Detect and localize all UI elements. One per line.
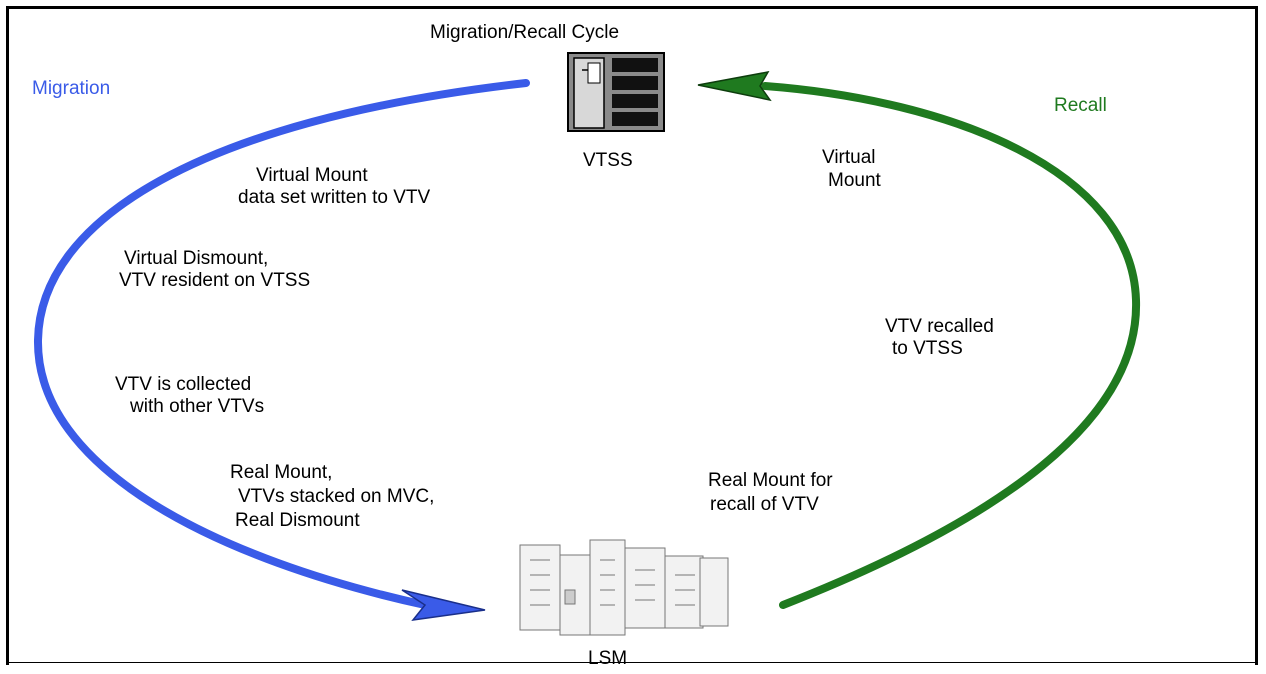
- migration-step-4-line-2: VTVs stacked on MVC,: [238, 486, 435, 507]
- migration-label: Migration: [32, 78, 111, 99]
- recall-step-1-line-2: Mount: [828, 170, 881, 191]
- server-cabinet-icon: [567, 52, 665, 132]
- migration-step-3-line-1: VTV is collected: [115, 374, 252, 395]
- diagram-frame: [6, 6, 1258, 665]
- recall-step-1-line-1: Virtual: [822, 147, 876, 168]
- migration-step-4-line-1: Real Mount,: [230, 462, 333, 483]
- vtss-label: VTSS: [583, 150, 633, 171]
- recall-arrowhead: [697, 70, 772, 102]
- migration-arrowhead: [401, 589, 486, 622]
- migration-step-3-line-2: with other VTVs: [130, 396, 265, 417]
- recall-arrow: [761, 82, 1141, 609]
- migration-step-4-line-3: Real Dismount: [235, 510, 360, 531]
- migration-step-1-line-2: data set written to VTV: [238, 187, 431, 208]
- migration-step-1-line-1: Virtual Mount: [256, 165, 368, 186]
- recall-label: Recall: [1054, 95, 1107, 116]
- lsm-label: LSM: [588, 648, 628, 669]
- migration-arrow: [33, 79, 530, 609]
- tape-library-icon: [519, 539, 729, 636]
- recall-step-2-line-2: to VTSS: [892, 338, 963, 359]
- recall-step-3-line-1: Real Mount for: [708, 470, 833, 491]
- recall-step-2-line-1: VTV recalled: [885, 316, 994, 337]
- frame-bottom-border: [6, 662, 1258, 663]
- migration-step-2-line-1: Virtual Dismount,: [124, 248, 269, 269]
- diagram-title: Migration/Recall Cycle: [430, 22, 620, 43]
- recall-step-3-line-2: recall of VTV: [710, 494, 819, 515]
- migration-step-2-line-2: VTV resident on VTSS: [119, 270, 311, 291]
